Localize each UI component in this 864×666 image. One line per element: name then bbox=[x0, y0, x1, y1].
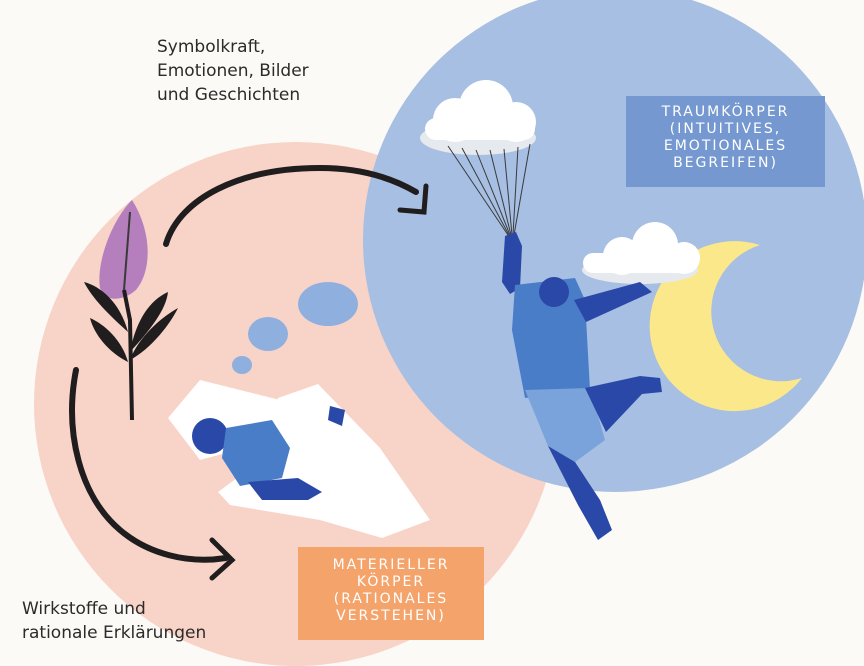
cloud-icon bbox=[582, 222, 700, 284]
label-line: BEGREIFEN) bbox=[673, 155, 778, 171]
sleeping-person-icon bbox=[168, 380, 430, 538]
material-body-label: MATERIELLER KÖRPER (RATIONALES VERSTEHEN… bbox=[298, 547, 484, 640]
label-line: EMOTIONALES bbox=[663, 138, 788, 154]
caption-line: Symbolkraft, bbox=[157, 37, 266, 57]
moon-icon bbox=[649, 241, 802, 412]
label-line: MATERIELLER bbox=[332, 557, 450, 573]
caption-line: Emotionen, Bilder bbox=[157, 61, 309, 81]
dream-body-label: TRAUMKÖRPER (INTUITIVES, EMOTIONALES BEG… bbox=[626, 96, 825, 187]
balloon-strings bbox=[447, 143, 531, 236]
caption-line: und Geschichten bbox=[157, 85, 301, 105]
curved-arrow-icon bbox=[69, 367, 236, 581]
caption-symbolic-power: Symbolkraft, Emotionen, Bilder und Gesch… bbox=[157, 35, 309, 107]
plant-icon bbox=[84, 200, 178, 421]
label-line: VERSTEHEN) bbox=[336, 608, 446, 624]
caption-active-ingredients: Wirkstoffe und rationale Erklärungen bbox=[22, 597, 206, 645]
label-line: TRAUMKÖRPER bbox=[661, 104, 790, 120]
caption-line: rationale Erklärungen bbox=[22, 623, 207, 643]
caption-line: Wirkstoffe und bbox=[22, 599, 146, 619]
label-line: KÖRPER bbox=[356, 574, 426, 590]
curved-arrow-icon bbox=[163, 164, 429, 247]
cloud-icon bbox=[420, 80, 536, 155]
label-line: (INTUITIVES, bbox=[669, 121, 782, 137]
flying-person-icon bbox=[502, 232, 662, 540]
thought-bubble-icon bbox=[232, 282, 358, 374]
label-line: (RATIONALES bbox=[333, 591, 449, 607]
